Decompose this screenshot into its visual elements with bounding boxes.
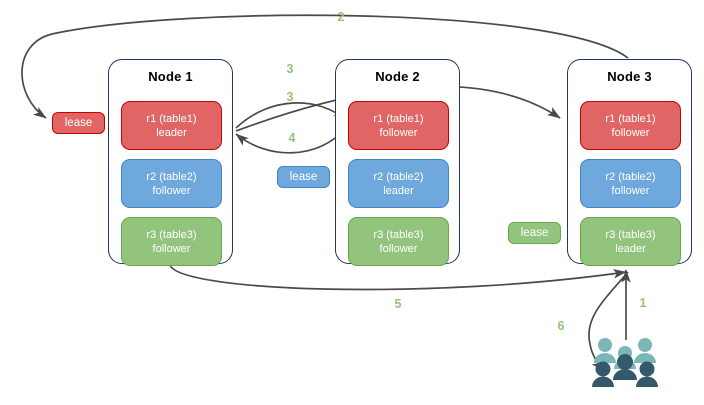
step-label-4: 4 bbox=[288, 131, 296, 145]
edge-5 bbox=[169, 264, 627, 291]
range-role: follower bbox=[611, 126, 650, 139]
range-r1-node1[interactable]: r1 (table1) leader bbox=[121, 101, 222, 150]
node-title-3: Node 3 bbox=[607, 69, 652, 84]
range-role: follower bbox=[152, 184, 191, 197]
node-container-1[interactable]: Node 1 r1 (table1) leader r2 (table2) fo… bbox=[108, 59, 233, 266]
users-icon bbox=[592, 338, 658, 387]
range-name: r2 (table2) bbox=[605, 170, 656, 183]
range-r3-node3[interactable]: r3 (table3) leader bbox=[580, 217, 681, 266]
range-r1-node3[interactable]: r1 (table1) follower bbox=[580, 101, 681, 150]
lease-badge-r2[interactable]: lease bbox=[277, 166, 330, 188]
range-role: leader bbox=[156, 126, 187, 139]
range-name: r3 (table3) bbox=[373, 228, 424, 241]
range-role: leader bbox=[615, 242, 646, 255]
range-role: follower bbox=[152, 242, 191, 255]
lease-badge-r3[interactable]: lease bbox=[508, 222, 561, 244]
node-title-1: Node 1 bbox=[148, 69, 193, 84]
node-title-2: Node 2 bbox=[375, 69, 420, 84]
lease-badge-r1[interactable]: lease bbox=[52, 112, 105, 134]
range-name: r3 (table3) bbox=[605, 228, 656, 241]
node-container-3[interactable]: Node 3 r1 (table1) follower r2 (table2) … bbox=[567, 59, 692, 266]
range-r3-node2[interactable]: r3 (table3) follower bbox=[348, 217, 449, 266]
edge-3-lower bbox=[235, 102, 347, 129]
node-container-2[interactable]: Node 2 r1 (table1) follower r2 (table2) … bbox=[335, 59, 460, 266]
range-role: follower bbox=[611, 184, 650, 197]
step-label-1: 1 bbox=[639, 296, 647, 310]
step-label-5: 5 bbox=[394, 297, 402, 311]
range-r1-node2[interactable]: r1 (table1) follower bbox=[348, 101, 449, 150]
range-r3-node1[interactable]: r3 (table3) follower bbox=[121, 217, 222, 266]
step-label-6: 6 bbox=[557, 319, 565, 333]
range-name: r1 (table1) bbox=[605, 112, 656, 125]
step-label-2: 2 bbox=[337, 10, 345, 24]
range-r2-node2[interactable]: r2 (table2) leader bbox=[348, 159, 449, 208]
range-role: follower bbox=[379, 126, 418, 139]
range-name: r2 (table2) bbox=[373, 170, 424, 183]
range-role: follower bbox=[379, 242, 418, 255]
range-name: r1 (table1) bbox=[373, 112, 424, 125]
range-role: leader bbox=[383, 184, 414, 197]
range-r2-node3[interactable]: r2 (table2) follower bbox=[580, 159, 681, 208]
step-label-3a: 3 bbox=[286, 62, 294, 76]
range-name: r2 (table2) bbox=[146, 170, 197, 183]
range-name: r1 (table1) bbox=[146, 112, 197, 125]
range-r2-node1[interactable]: r2 (table2) follower bbox=[121, 159, 222, 208]
range-name: r3 (table3) bbox=[146, 228, 197, 241]
step-label-3b: 3 bbox=[286, 90, 294, 104]
